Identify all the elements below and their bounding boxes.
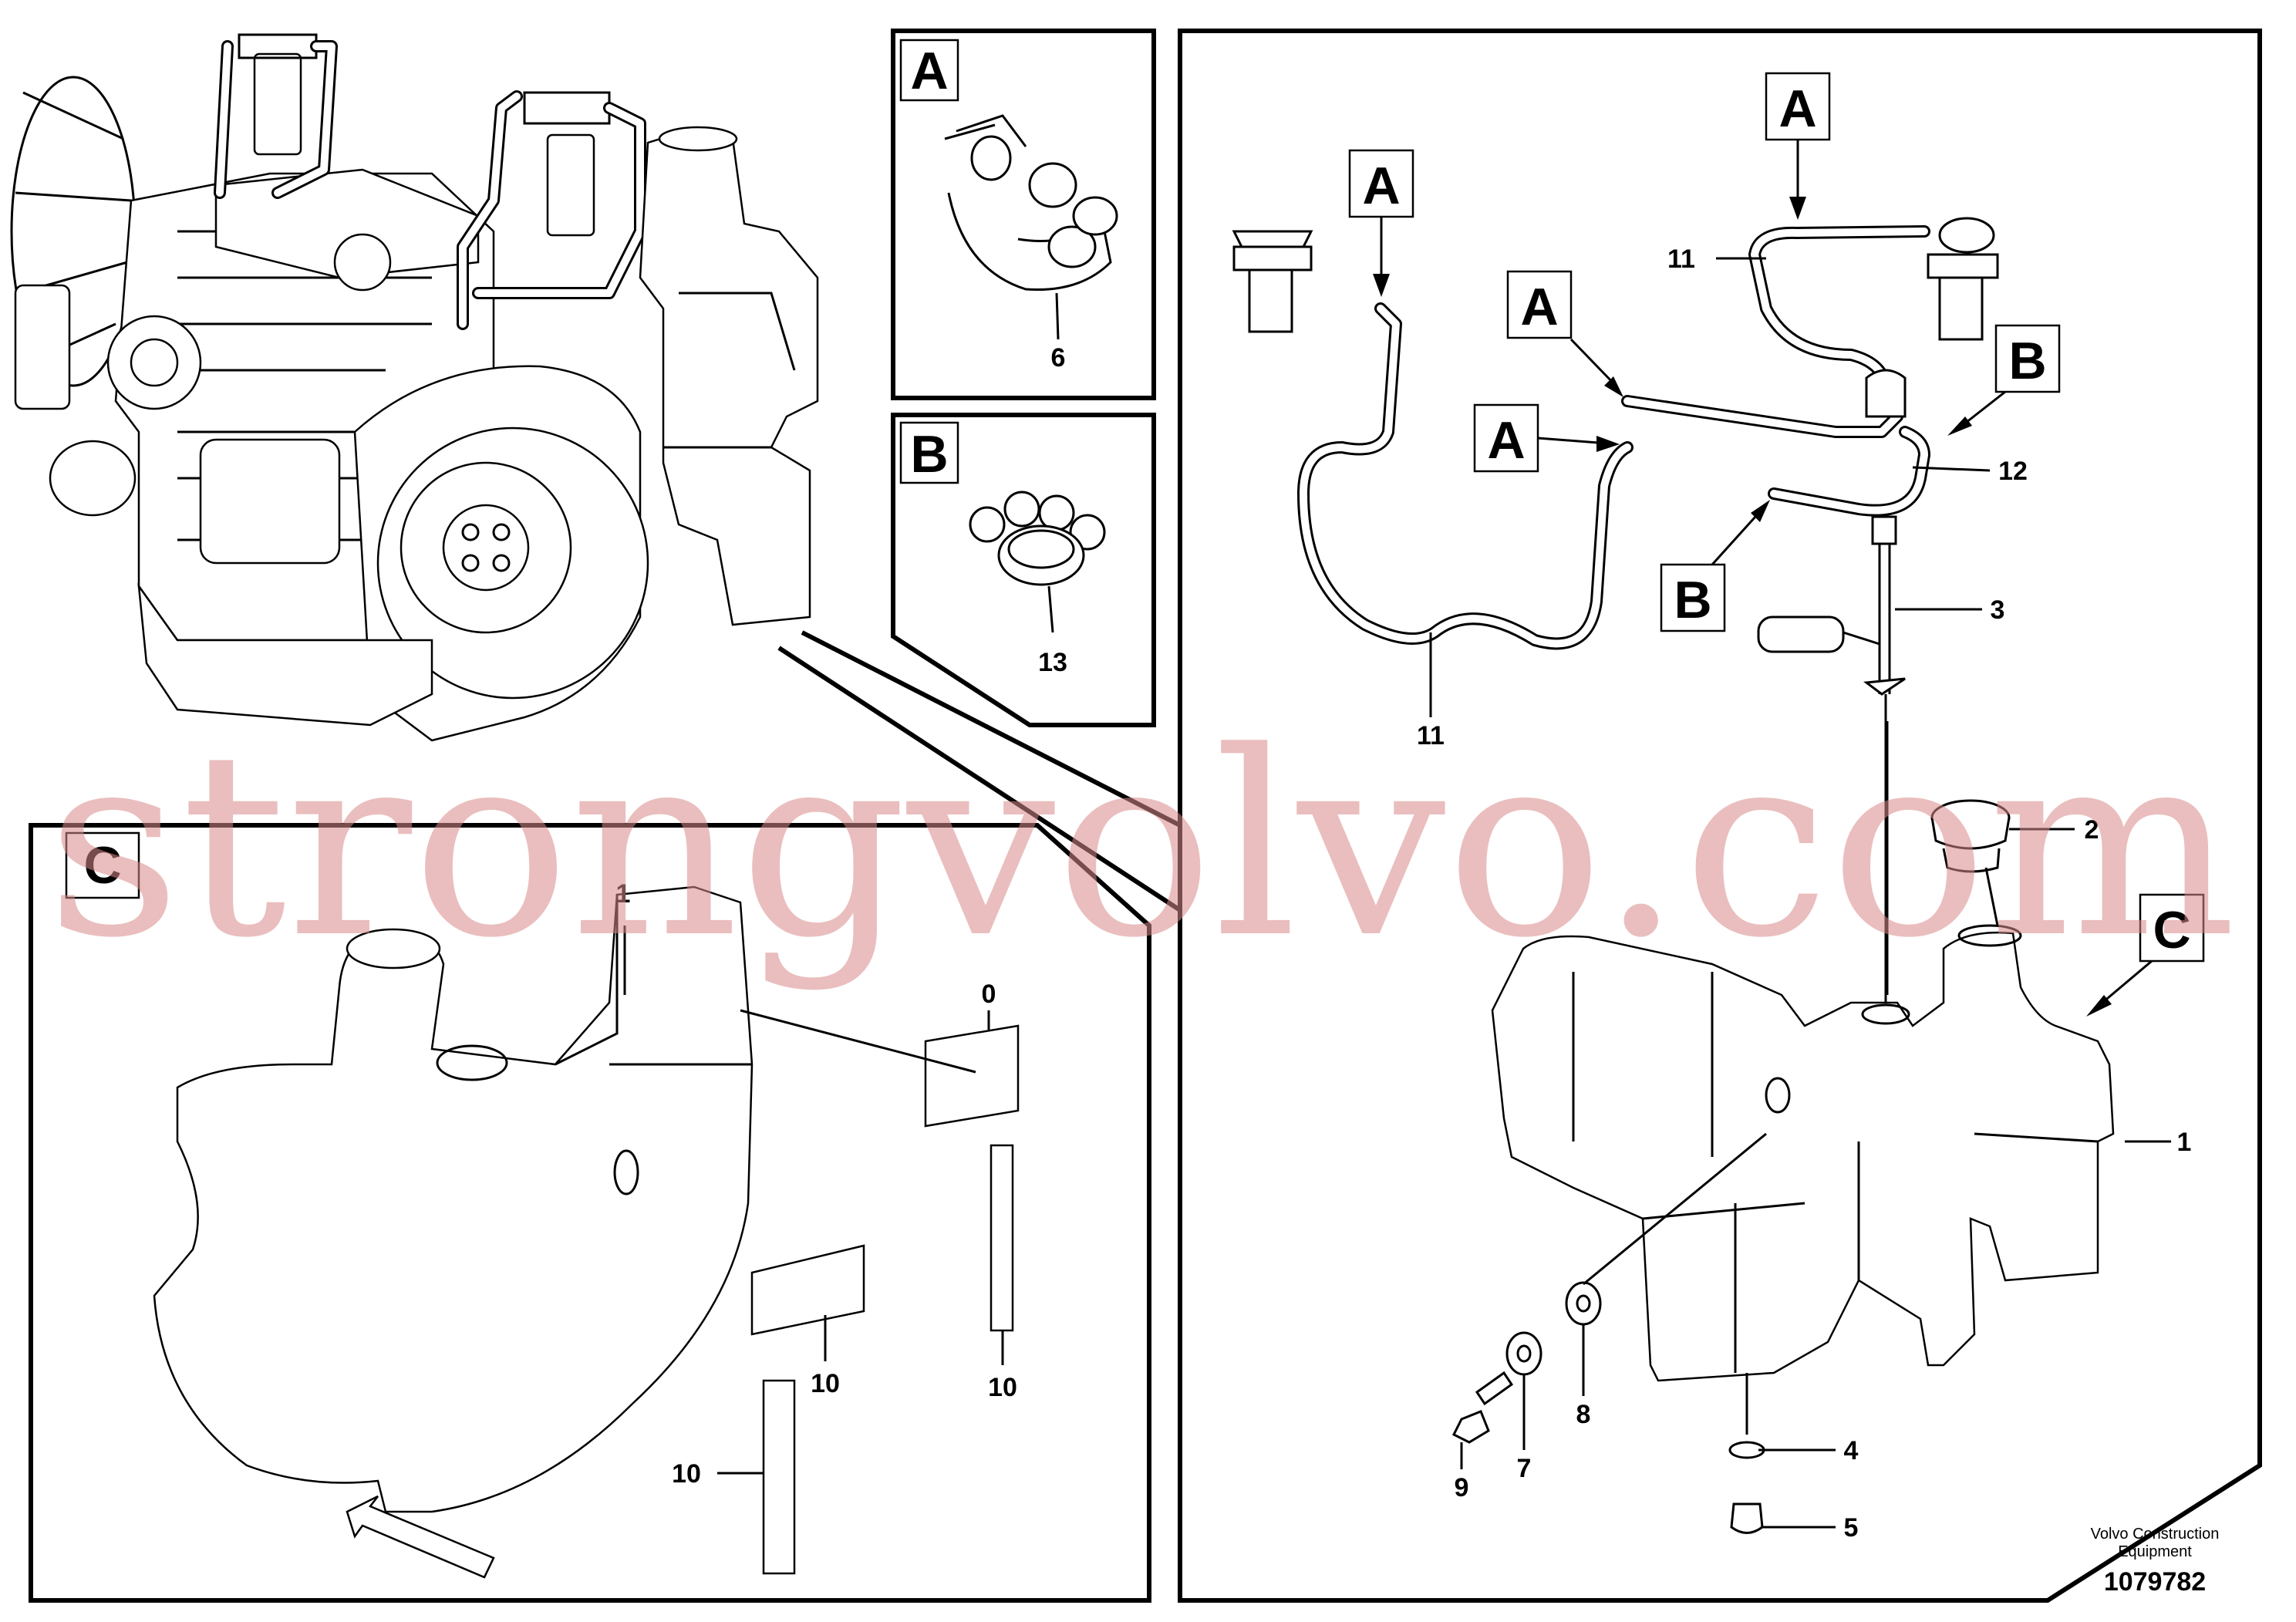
callout-2: 2 <box>2085 815 2099 845</box>
callout-10-b: 10 <box>988 1373 1017 1402</box>
main-exploded-view: A A A A B B <box>1178 29 2262 1603</box>
footer-company-line1: Volvo Construction <box>2091 1526 2220 1543</box>
callout-6: 6 <box>1051 343 1066 373</box>
callout-8: 8 <box>1576 1400 1591 1429</box>
fuel-filter-right <box>1927 217 1999 341</box>
fill-neck-opening <box>1957 924 2022 947</box>
fuel-filter-left <box>1232 230 1313 333</box>
callout-1-main: 1 <box>2177 1128 2192 1157</box>
connector-line-lower <box>777 646 1182 912</box>
label-box-a-4: A <box>1473 403 1620 473</box>
box-letter-c: C <box>83 836 121 895</box>
callout-10-a: 10 <box>811 1369 840 1398</box>
label-box-c: C <box>2086 893 2205 1017</box>
svg-text:C: C <box>2153 901 2190 959</box>
filler-cap <box>1930 799 2011 926</box>
callout-11-right: 11 <box>1667 244 1695 274</box>
callout-1-detail: 1 <box>616 879 631 909</box>
label-box-a-2: A <box>1765 72 1831 220</box>
label-box-a-1: A <box>1348 149 1414 297</box>
detail-box-a: A 6 <box>891 29 1156 400</box>
connector-line-upper <box>801 630 1182 828</box>
callout-0: 0 <box>982 980 996 1009</box>
svg-text:A: A <box>1487 411 1525 470</box>
callout-10-c: 10 <box>672 1459 701 1489</box>
callout-13: 13 <box>1038 648 1067 677</box>
svg-text:A: A <box>1520 278 1558 336</box>
footer-company-line2: Equipment <box>2118 1543 2192 1560</box>
callout-9: 9 <box>1455 1473 1469 1502</box>
fuel-sender-unit <box>1757 369 1907 1010</box>
callout-11-left: 11 <box>1417 721 1445 750</box>
label-box-b-2: B <box>1660 500 1770 632</box>
box-letter-a: A <box>910 42 948 100</box>
drawing-number: 1079782 <box>2104 1567 2206 1597</box>
box-letter-b: B <box>910 425 948 484</box>
fuel-tank <box>1491 931 2115 1382</box>
label-box-b-1: B <box>1947 324 2061 436</box>
leader-lines <box>1429 257 2171 1529</box>
engine-illustration <box>10 33 819 742</box>
watermark-text: strongvolvo.com <box>46 697 2237 993</box>
svg-text:B: B <box>1674 571 1711 629</box>
callout-3: 3 <box>1991 595 2005 625</box>
detail-box-b: B 13 <box>891 413 1156 727</box>
hose-11-right <box>1748 225 1930 392</box>
svg-text:A: A <box>1778 79 1816 138</box>
callout-7: 7 <box>1517 1454 1532 1483</box>
callout-5: 5 <box>1844 1513 1859 1543</box>
callout-12: 12 <box>1998 457 2028 486</box>
fasteners <box>1451 1281 1765 1534</box>
detail-box-c: C 1 0 10 10 10 <box>29 823 1151 1603</box>
svg-text:A: A <box>1362 157 1400 215</box>
label-box-a-3: A <box>1506 270 1623 397</box>
callout-4: 4 <box>1844 1436 1859 1465</box>
svg-text:B: B <box>2008 332 2046 390</box>
hose-11-left <box>1297 302 1633 650</box>
